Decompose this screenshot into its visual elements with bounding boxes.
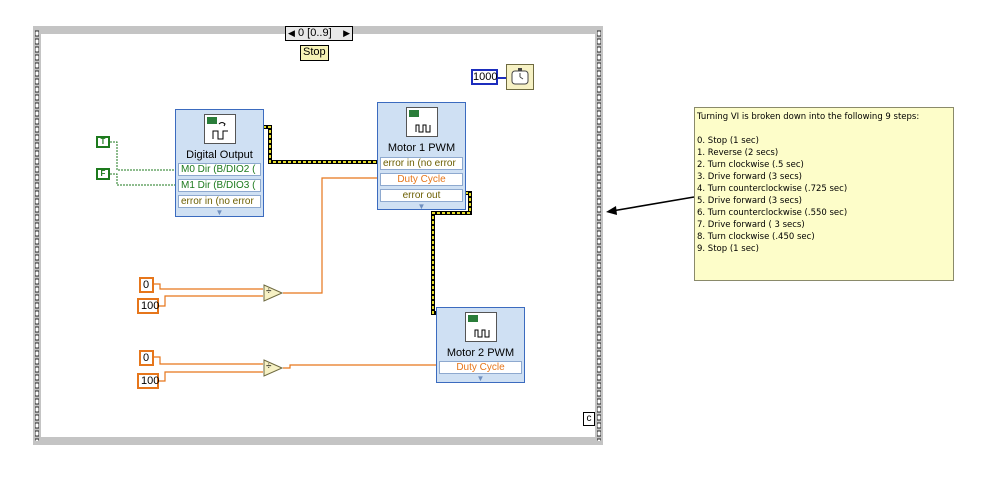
expand-chevron-icon[interactable]: ▼ xyxy=(417,202,426,211)
digital-waveform-icon xyxy=(203,114,236,144)
comment-line: 9. Stop (1 sec) xyxy=(697,244,759,254)
vi-title: Digital Output xyxy=(186,149,253,161)
vi-title: Motor 2 PWM xyxy=(446,347,515,359)
comment-line: 5. Drive forward (3 secs) xyxy=(697,196,802,206)
divide-icon xyxy=(263,284,284,302)
terminal-m1-dir[interactable]: M1 Dir (B/DIO3 ( xyxy=(178,179,261,192)
comment-line: 2. Turn clockwise (.5 sec) xyxy=(697,160,804,170)
terminal-error-in[interactable]: error in (no error xyxy=(178,195,261,208)
free-label-comment[interactable]: Turning VI is broken down into the follo… xyxy=(694,107,954,281)
boolean-constant-false[interactable]: F xyxy=(96,168,110,180)
increment-arrow-icon[interactable]: ▶ xyxy=(343,28,350,38)
case-indicator-label[interactable]: c xyxy=(583,412,595,426)
pwm-icon xyxy=(464,312,497,342)
comment-line: 6. Turn counterclockwise (.550 sec) xyxy=(697,208,848,218)
numeric-wires xyxy=(154,177,437,382)
stopwatch-icon xyxy=(511,68,529,85)
pwm-icon xyxy=(405,107,438,137)
comment-line: 0. Stop (1 sec) xyxy=(697,136,759,146)
wait-wire xyxy=(498,77,506,79)
numeric-constant-numerator-1[interactable]: 0 xyxy=(139,277,154,293)
wait-ms-constant[interactable]: 1000 xyxy=(471,69,498,85)
frame-film-right xyxy=(597,30,601,441)
digital-output-vi[interactable]: Digital Output M0 Dir (B/DIO2 ( M1 Dir (… xyxy=(175,109,264,217)
comment-line: 3. Drive forward (3 secs) xyxy=(697,172,802,182)
terminal-duty-cycle[interactable]: Duty Cycle xyxy=(439,361,522,374)
divide-symbol: ÷ xyxy=(266,361,272,372)
expand-chevron-icon[interactable]: ▼ xyxy=(476,374,485,383)
decrement-arrow-icon[interactable]: ◀ xyxy=(288,28,295,38)
frame-film-left xyxy=(35,30,39,441)
divide-node-2[interactable]: ÷ xyxy=(263,359,284,377)
boolean-wire-false xyxy=(110,173,176,186)
vi-title: Motor 1 PWM xyxy=(387,142,456,154)
divide-icon xyxy=(263,359,284,377)
numeric-constant-denominator-2[interactable]: 100 xyxy=(137,373,159,389)
motor-1-pwm-vi[interactable]: Motor 1 PWM error in (no error Duty Cycl… xyxy=(377,102,466,211)
comment-title: Turning VI is broken down into the follo… xyxy=(697,112,920,122)
numeric-constant-denominator-1[interactable]: 100 xyxy=(137,298,159,314)
motor-2-pwm-vi[interactable]: Motor 2 PWM Duty Cycle ▼ xyxy=(436,307,525,383)
comment-line: 7. Drive forward ( 3 secs) xyxy=(697,220,805,230)
comment-line: 4. Turn counterclockwise (.725 sec) xyxy=(697,184,848,194)
error-wire-2 xyxy=(431,191,472,315)
divide-symbol: ÷ xyxy=(266,286,272,297)
boolean-constant-true[interactable]: T xyxy=(96,136,110,148)
comment-arrow xyxy=(606,196,695,215)
terminal-m0-dir[interactable]: M0 Dir (B/DIO2 ( xyxy=(178,163,261,176)
expand-chevron-icon[interactable]: ▼ xyxy=(215,208,224,217)
error-wire-1 xyxy=(263,125,378,164)
comment-line: 8. Turn clockwise (.450 sec) xyxy=(697,232,815,242)
divide-node-1[interactable]: ÷ xyxy=(263,284,284,302)
wait-ms-node[interactable] xyxy=(506,64,534,90)
numeric-constant-numerator-2[interactable]: 0 xyxy=(139,350,154,366)
comment-line: 1. Reverse (2 secs) xyxy=(697,148,779,158)
terminal-error-in[interactable]: error in (no error xyxy=(380,157,463,170)
terminal-duty-cycle[interactable]: Duty Cycle xyxy=(380,173,463,186)
boolean-wire-true xyxy=(110,141,176,171)
terminal-error-out[interactable]: error out xyxy=(380,189,463,202)
frame-subdiagram-label[interactable]: Stop xyxy=(300,45,329,61)
boolean-wires xyxy=(110,141,176,186)
selector-value: 0 [0..9] xyxy=(298,27,332,39)
case-selector[interactable]: ◀ 0 [0..9] ▶ xyxy=(285,26,353,41)
